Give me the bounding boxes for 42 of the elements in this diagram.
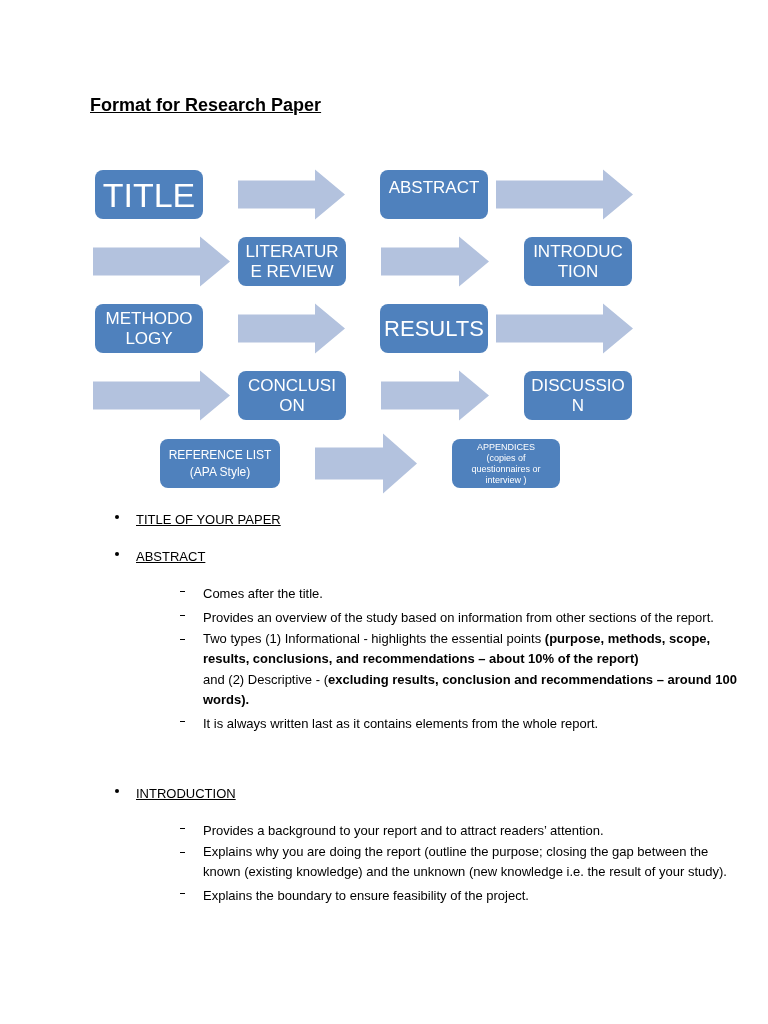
block-arrow: [496, 303, 633, 354]
section-label: APPENDICES: [476, 441, 536, 453]
section-label: METHODO LOGY: [104, 308, 194, 349]
section-label: REFERENCE LIST (APA Style): [167, 446, 273, 481]
section-label: RESULTS: [383, 315, 485, 342]
block-arrow: [496, 169, 633, 220]
section-box: [524, 237, 632, 286]
list-item-text: Comes after the title.: [203, 585, 323, 603]
section-box: [380, 304, 488, 353]
list-item-text: Provides a background to your report and to attract readers’ attention.: [203, 822, 604, 840]
section-label: TITLE: [101, 175, 197, 214]
list-item-text: and (2) Descriptive - (excluding results, conclusion and recommendations – around 100 words).: [203, 671, 738, 709]
section-label: DISCUSSIO N: [530, 375, 626, 416]
block-arrow: [381, 236, 489, 287]
section-box: [380, 170, 488, 219]
block-arrow: [238, 303, 345, 354]
section-label: CONCLUSI ON: [247, 375, 337, 416]
block-arrow: [93, 236, 230, 287]
block-arrow: [238, 169, 345, 220]
list-heading: INTRODUCTION: [136, 785, 236, 803]
list-item-text: Provides an overview of the study based on information from other sections of the report.: [203, 609, 714, 627]
section-box: [95, 304, 203, 353]
section-box: [160, 439, 280, 488]
section-box: [524, 371, 632, 420]
section-label: INTRODUC TION: [532, 241, 624, 282]
list-heading: ABSTRACT: [136, 548, 206, 566]
section-box: [452, 439, 560, 488]
block-arrow: [381, 370, 489, 421]
section-label: ABSTRACT: [387, 178, 481, 198]
list-item-text: It is always written last as it contains elements from the whole report.: [203, 715, 599, 733]
section-box: [238, 371, 346, 420]
list-item-text: Explains why you are doing the report (outline the purpose; closing the gap between the known (existing knowledge) and the unknown (new knowledge i.e. the result of your study).: [203, 843, 728, 881]
section-label: LITERATUR E REVIEW: [244, 241, 340, 282]
page-title: Format for Research Paper: [90, 94, 322, 116]
block-arrow: [315, 433, 417, 494]
list-item-text: Two types (1) Informational - highlights the essential points (purpose, methods, scope, results, conclusions, and recommendations – about 10% of the report): [203, 630, 712, 668]
list-heading: TITLE OF YOUR PAPER: [136, 511, 281, 529]
list-item-text: Explains the boundary to ensure feasibility of the project.: [203, 887, 529, 905]
block-arrow: [93, 370, 230, 421]
section-box: [238, 237, 346, 286]
section-note: (copies of questionnaires or interview ): [470, 452, 542, 486]
section-box: [95, 170, 203, 219]
